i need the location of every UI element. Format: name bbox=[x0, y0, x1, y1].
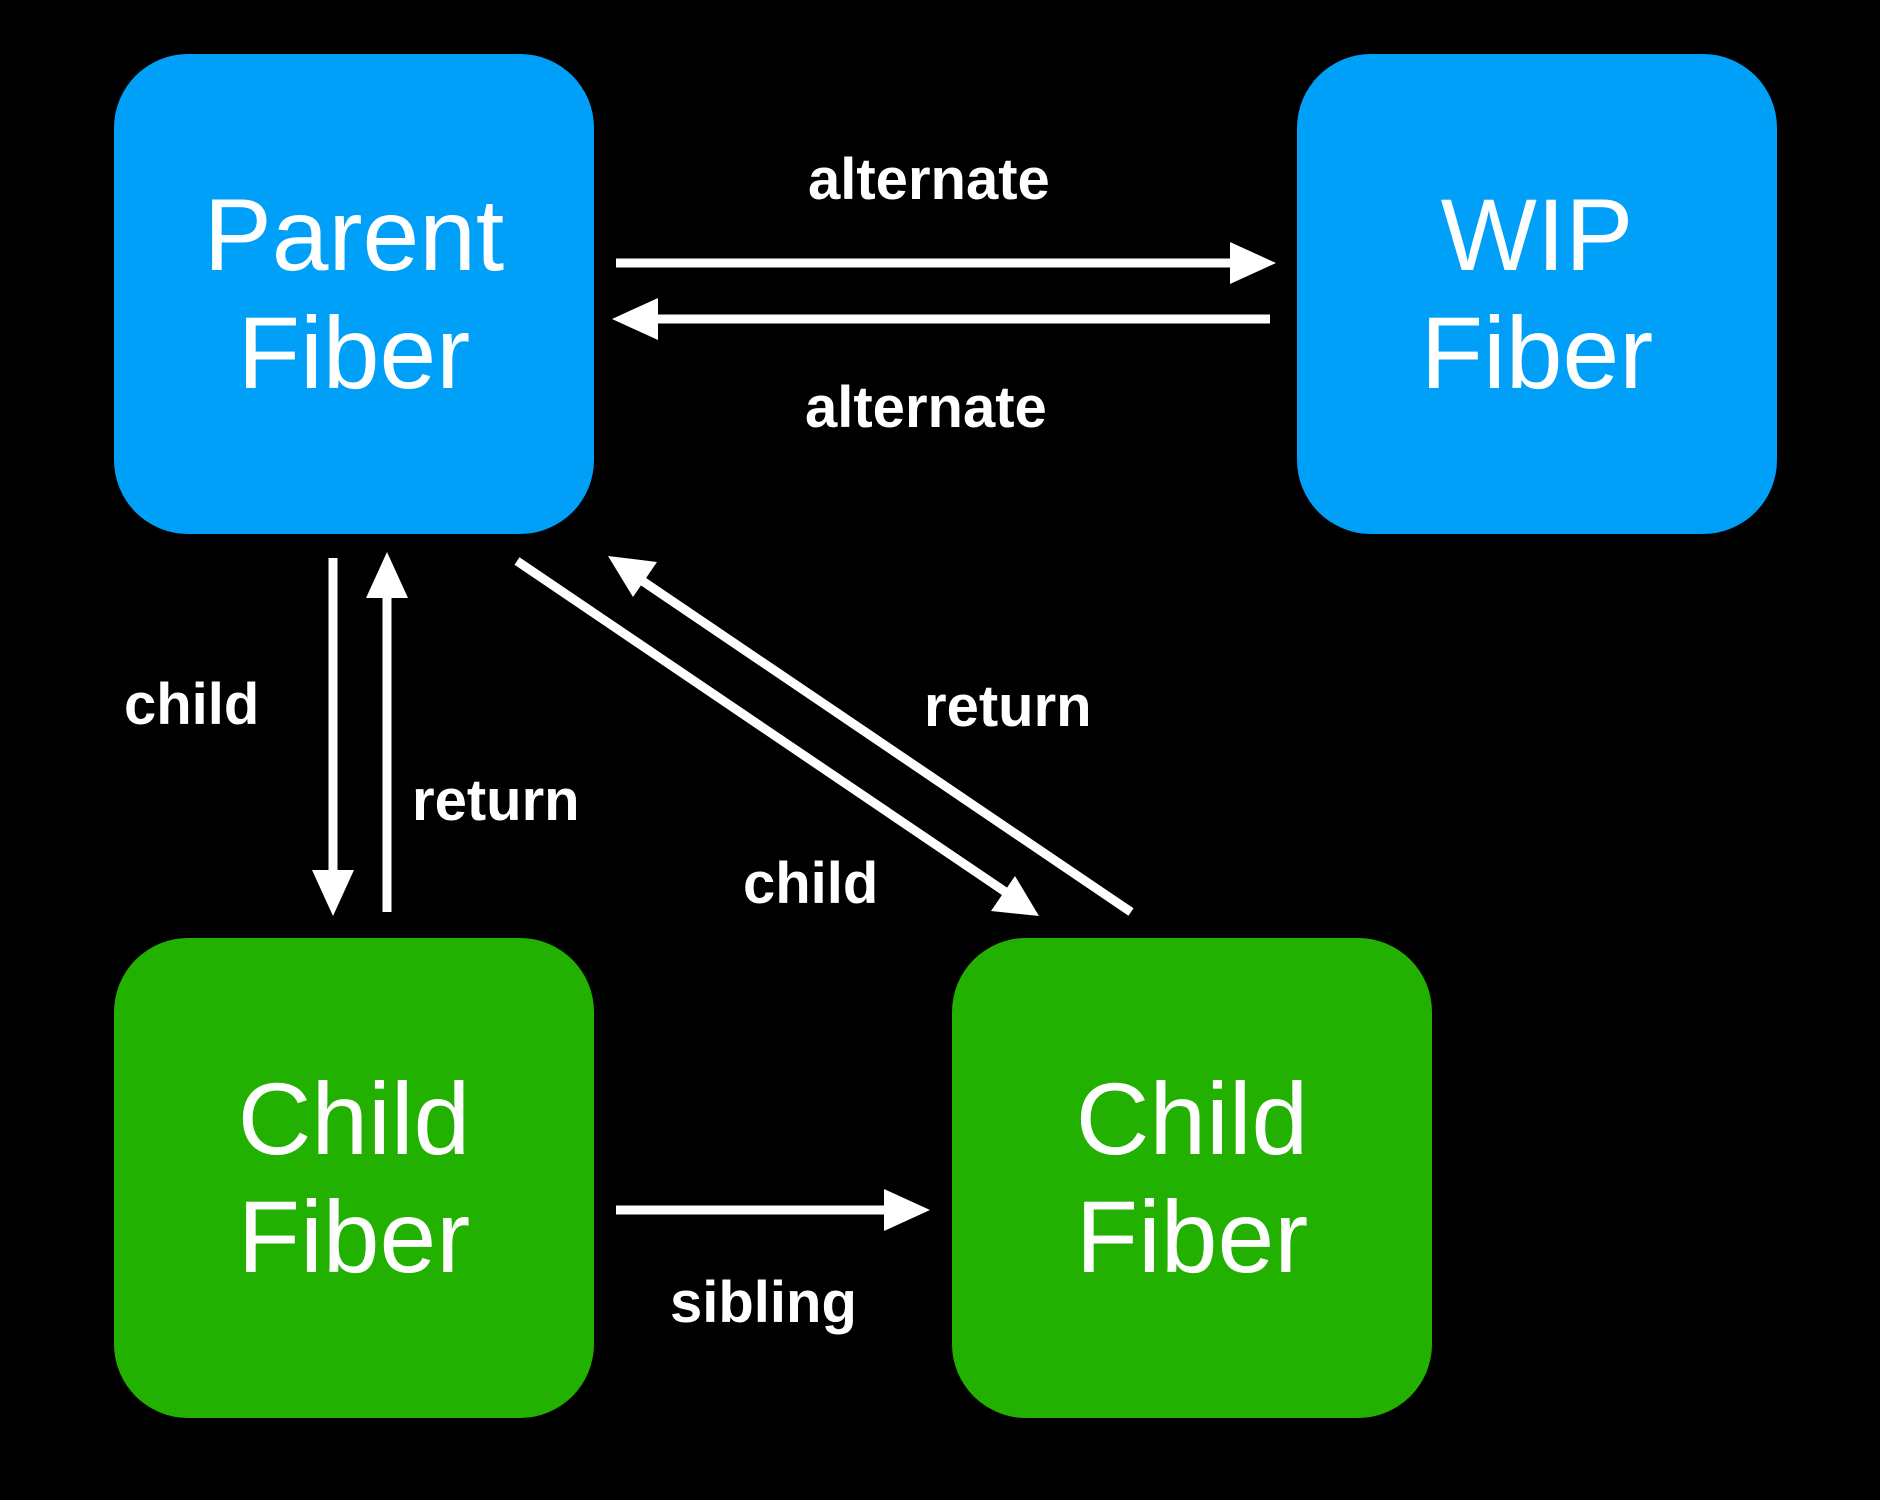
node-wip-fiber: WIP Fiber bbox=[1297, 54, 1777, 534]
node-parent-fiber: Parent Fiber bbox=[114, 54, 594, 534]
node-child-fiber-right-label: Child Fiber bbox=[1075, 1062, 1309, 1294]
label-child-parent-to-child-left: child bbox=[124, 672, 260, 737]
node-parent-fiber-label: Parent Fiber bbox=[203, 178, 505, 410]
label-return-child-left-to-parent: return bbox=[412, 768, 580, 833]
edge-child-parent-to-child-right bbox=[514, 557, 1039, 916]
edge-return-child-left-to-parent bbox=[366, 552, 408, 912]
edge-alternate-parent-to-wip bbox=[616, 242, 1276, 284]
edge-child-parent-to-child-left bbox=[312, 558, 354, 916]
node-wip-fiber-label: WIP Fiber bbox=[1420, 178, 1654, 410]
node-child-fiber-left-label: Child Fiber bbox=[237, 1062, 471, 1294]
node-child-fiber-left: Child Fiber bbox=[114, 938, 594, 1418]
label-alternate-wip-to-parent: alternate bbox=[805, 375, 1047, 440]
label-sibling-child-left-to-child-right: sibling bbox=[670, 1270, 857, 1335]
label-child-parent-to-child-right: child bbox=[743, 851, 879, 916]
edge-return-child-right-to-parent bbox=[608, 556, 1134, 916]
edge-alternate-wip-to-parent bbox=[612, 298, 1270, 340]
label-alternate-parent-to-wip: alternate bbox=[808, 147, 1050, 212]
label-return-child-right-to-parent: return bbox=[924, 674, 1092, 739]
node-child-fiber-right: Child Fiber bbox=[952, 938, 1432, 1418]
edge-sibling-child-left-to-child-right bbox=[616, 1189, 930, 1231]
